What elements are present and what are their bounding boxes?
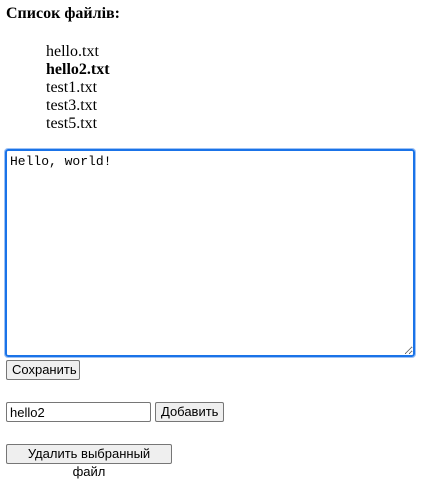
- delete-selected-file-button[interactable]: Удалить выбранный файл: [6, 444, 172, 479]
- file-list: hello.txt hello2.txt test1.txt test3.txt…: [46, 43, 110, 133]
- file-item[interactable]: test3.txt: [46, 97, 98, 114]
- save-button[interactable]: Сохранить: [6, 360, 80, 380]
- file-list-heading: Список файлів:: [6, 5, 120, 22]
- file-item[interactable]: test1.txt: [46, 79, 98, 96]
- file-item[interactable]: test5.txt: [46, 115, 98, 132]
- file-item[interactable]: hello.txt: [46, 43, 99, 60]
- file-item[interactable]: hello2.txt: [46, 61, 110, 78]
- file-content-editor[interactable]: Hello, world!: [4, 148, 416, 358]
- new-file-name-input[interactable]: [6, 402, 151, 422]
- add-button[interactable]: Добавить: [155, 402, 224, 422]
